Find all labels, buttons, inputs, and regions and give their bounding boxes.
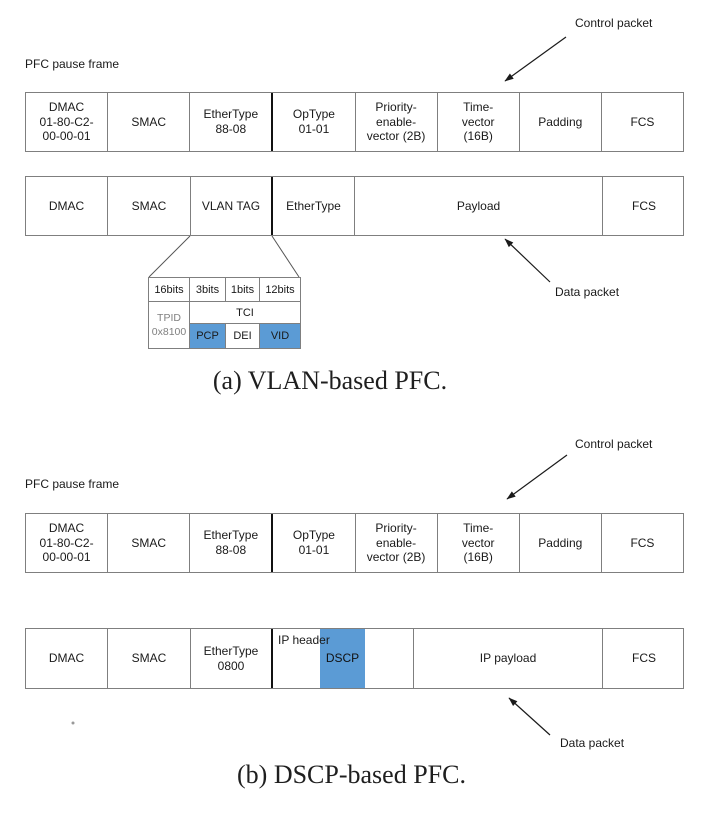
field-vlan-tag: VLAN TAG (191, 177, 273, 235)
field-dei: DEI (226, 324, 260, 348)
field-smac: SMAC (108, 177, 191, 235)
caption-a: (a) VLAN-based PFC. (212, 366, 448, 395)
field-dmac: DMAC 01-80-C2- 00-00-01 (26, 514, 109, 572)
caption-b: (b) DSCP-based PFC. (237, 760, 466, 789)
control-packet-arrow-b (506, 454, 568, 500)
vlan-expand-line-right (271, 235, 300, 278)
field-ethertype: EtherType 0800 (191, 629, 273, 688)
vlan-expand-line-left (148, 235, 191, 278)
field-ethertype: EtherType 88-08 (190, 514, 274, 572)
field-tpid: TPID 0x8100 (149, 302, 190, 348)
field-time-vector: Time- vector (16B) (438, 514, 520, 572)
data-packet-arrow-a (504, 238, 551, 283)
control-packet-arrow-a (504, 36, 567, 82)
field-ip-header: IP header DSCP (273, 629, 414, 688)
data-packet-row-b: DMAC SMAC EtherType 0800 IP header DSCP … (25, 628, 684, 689)
data-packet-arrow-b (508, 697, 551, 736)
bits-width-vid: 12bits (260, 278, 300, 302)
pfc-pause-frame-row-b: DMAC 01-80-C2- 00-00-01 SMAC EtherType 8… (25, 513, 684, 573)
bits-width-pcp: 3bits (190, 278, 226, 302)
field-ethertype: EtherType (273, 177, 355, 235)
pfc-pause-frame-label-a: PFC pause frame (25, 57, 120, 71)
field-ethertype: EtherType 88-08 (190, 93, 274, 151)
bits-width-dei: 1bits (226, 278, 260, 302)
field-padding: Padding (520, 514, 602, 572)
ip-header-label: IP header (278, 633, 330, 647)
field-dmac: DMAC 01-80-C2- 00-00-01 (26, 93, 109, 151)
field-dscp: DSCP (320, 629, 365, 688)
stray-dot (71, 721, 75, 725)
bits-width-tpid: 16bits (149, 278, 190, 302)
data-packet-label-a: Data packet (555, 285, 620, 299)
field-pcp: PCP (190, 324, 226, 348)
field-fcs: FCS (632, 198, 656, 213)
field-dmac: DMAC (26, 177, 108, 235)
control-packet-label-a: Control packet (575, 16, 653, 30)
field-priority-enable-vector: Priority- enable- vector (2B) (356, 514, 438, 572)
control-packet-label-b: Control packet (575, 437, 653, 451)
field-tci: TCI (190, 302, 300, 324)
data-packet-label-b: Data packet (560, 736, 625, 750)
vlan-tag-detail-table: 16bits 3bits 1bits 12bits TPID 0x8100 TC… (148, 277, 301, 349)
field-dmac: DMAC (26, 629, 108, 688)
field-smac: SMAC (108, 93, 191, 151)
field-fcs: FCS (630, 535, 655, 550)
field-optype: OpType 01-01 (273, 93, 356, 151)
field-time-vector: Time- vector (16B) (438, 93, 520, 151)
field-priority-enable-vector: Priority- enable- vector (2B) (356, 93, 438, 151)
field-ip-payload: IP payload (414, 629, 603, 688)
field-fcs: FCS (632, 651, 656, 666)
field-optype: OpType 01-01 (273, 514, 356, 572)
field-payload: Payload (355, 177, 603, 235)
pfc-pause-frame-row-a: DMAC 01-80-C2- 00-00-01 SMAC EtherType 8… (25, 92, 684, 152)
field-padding: Padding (520, 93, 602, 151)
field-smac: SMAC (108, 629, 191, 688)
pfc-pause-frame-label-b: PFC pause frame (25, 477, 120, 491)
field-vid: VID (260, 324, 300, 348)
data-packet-row-a: DMAC SMAC VLAN TAG EtherType Payload FCS (25, 176, 684, 236)
field-fcs: FCS (630, 114, 655, 129)
field-smac: SMAC (108, 514, 191, 572)
